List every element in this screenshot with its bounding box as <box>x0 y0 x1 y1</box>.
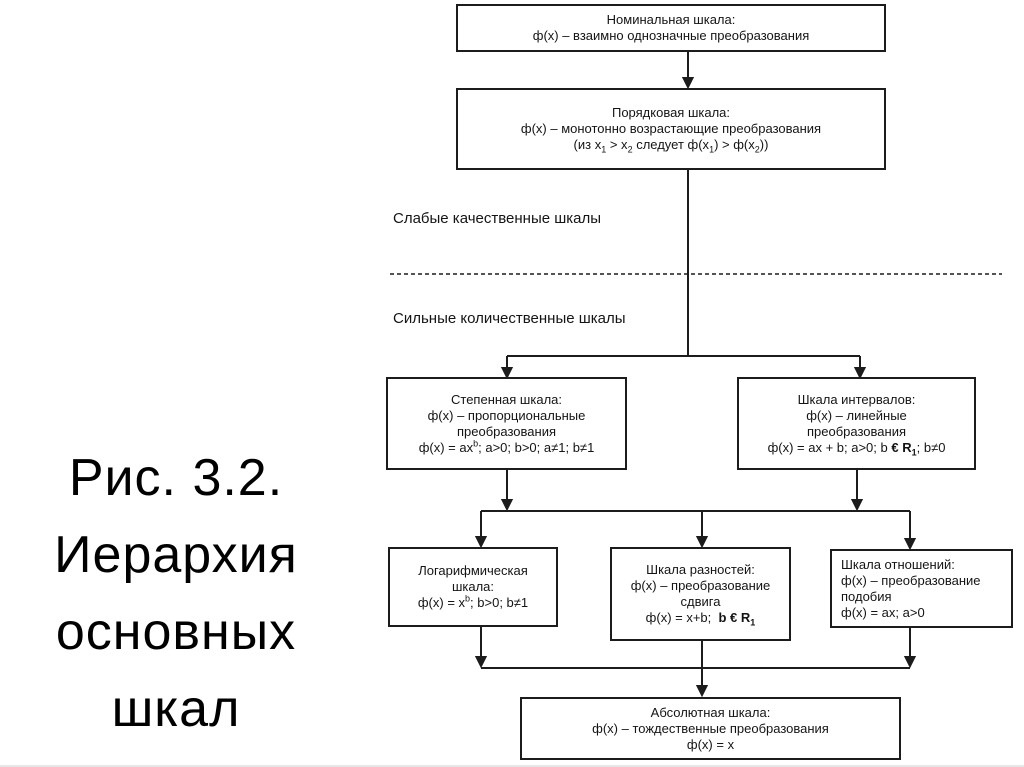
label-weak-qualitative-scales: Слабые качественные шкалы <box>393 210 602 227</box>
box-line: ф(x) – преобразование <box>841 572 981 588</box>
box-line: ф(x) = x+b; b € R1 <box>645 610 756 628</box>
box-line: ф(x) = xb; b>0; b≠1 <box>417 593 529 610</box>
box-line: Степенная шкала: <box>451 391 562 407</box>
box-line: ф(x) = x <box>686 736 735 752</box>
arrowhead-log-to-collector <box>474 656 488 669</box>
label-strong-quantitative-scales: Сильные количественные шкалы <box>393 310 626 327</box>
arrowhead-ratio-to-collector <box>903 656 917 669</box>
box-line: шкала: <box>451 579 495 594</box>
box-line: преобразования <box>806 423 906 439</box>
slide-edge <box>0 765 1024 767</box>
box-interval-scale: Шкала интервалов: ф(x) – линейные преобр… <box>737 377 976 470</box>
box-logarithmic-scale: Логарифмическая шкала: ф(x) = xb; b>0; b… <box>388 547 558 627</box>
arrowhead-into-logarithmic <box>474 536 488 549</box>
box-ratio-scale: Шкала отношений: ф(x) – преобразование п… <box>830 549 1013 628</box>
arrowhead-into-power <box>500 367 514 380</box>
box-line: ф(x) – тождественные преобразования <box>592 720 829 736</box>
box-line: ф(x) = ax + b; a>0; b € R1; b≠0 <box>767 439 946 458</box>
box-ordinal-scale: Порядковая шкала: ф(x) – монотонно возра… <box>456 88 886 170</box>
arrowhead-power-to-bar <box>500 499 514 512</box>
box-line: ф(x) – пропорциональные <box>427 407 586 423</box>
box-line: Шкала разностей: <box>646 562 755 577</box>
box-line: ф(x) – монотонно возрастающие преобразов… <box>520 121 822 136</box>
arrowhead-into-ordinal <box>681 77 695 90</box>
box-nominal-scale: Номинальная шкала: ф(x) – взаимно однозн… <box>456 4 886 52</box>
arrowhead-interval-to-bar <box>850 499 864 512</box>
box-line: Шкала интервалов: <box>797 391 916 407</box>
box-line: ф(x) = ax; a>0 <box>841 604 925 620</box>
box-line: Абсолютная шкала: <box>650 704 771 720</box>
box-line: Логарифмическая <box>418 563 528 578</box>
arrowhead-into-difference <box>695 536 709 549</box>
box-line: ф(x) – взаимно однозначные преобразовани… <box>532 28 810 43</box>
arrowhead-into-interval <box>853 367 867 380</box>
box-line: (из x1 > x2 следует ф(x1) > ф(x2)) <box>573 137 769 155</box>
box-line: Порядковая шкала: <box>611 105 731 120</box>
box-line: подобия <box>841 588 892 604</box>
box-absolute-scale: Абсолютная шкала: ф(x) – тождественные п… <box>520 697 901 760</box>
caption-line: шкал <box>111 680 241 738</box>
box-power-scale: Степенная шкала: ф(x) – пропорциональные… <box>386 377 627 470</box>
box-line: Номинальная шкала: <box>606 12 736 27</box>
box-line: ф(x) = axb; a>0; b>0; a≠1; b≠1 <box>418 438 595 455</box>
box-line: преобразования <box>456 423 556 439</box>
box-difference-scale: Шкала разностей: ф(x) – преобразование с… <box>610 547 791 641</box>
arrowhead-into-ratio <box>903 538 917 551</box>
box-line: ф(x) – преобразование <box>630 578 771 593</box>
caption-line: основных <box>55 603 297 661</box>
figure-caption: Рис. 3.2. Иерархия основных шкал <box>14 440 338 748</box>
box-line: ф(x) – линейные <box>806 407 907 423</box>
box-line: Шкала отношений: <box>841 556 955 572</box>
caption-line: Иерархия <box>54 526 298 584</box>
caption-line: Рис. 3.2. <box>68 449 284 507</box>
box-line: сдвига <box>680 594 721 609</box>
arrowhead-into-absolute <box>695 685 709 698</box>
